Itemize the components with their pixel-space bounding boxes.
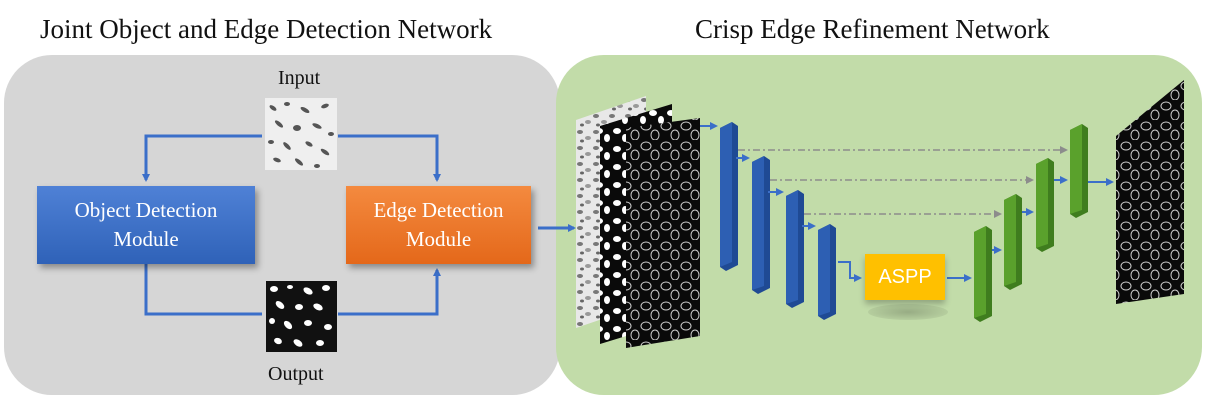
decoder-blocks bbox=[974, 124, 1088, 322]
output-image bbox=[266, 281, 337, 352]
right-panel-title: Crisp Edge Refinement Network bbox=[695, 14, 1050, 44]
edge-module-line2: Module bbox=[405, 227, 472, 251]
input-label: Input bbox=[278, 67, 321, 89]
edge-detection-module: Edge Detection Module bbox=[346, 186, 531, 264]
output-to-edge-arrow bbox=[338, 268, 441, 316]
input-to-edge-arrow bbox=[338, 134, 441, 182]
object-module-line1: Object Detection bbox=[74, 198, 218, 222]
aspp-shadow bbox=[868, 304, 948, 320]
output-label: Output bbox=[268, 363, 324, 385]
object-to-output-arrow bbox=[144, 264, 262, 316]
edge-module-line1: Edge Detection bbox=[373, 198, 504, 222]
object-detection-module: Object Detection Module bbox=[37, 186, 255, 264]
input-to-object-arrow bbox=[142, 134, 262, 182]
input-image bbox=[265, 98, 337, 170]
input-image-stack-rings bbox=[626, 118, 700, 348]
object-module-line2: Module bbox=[113, 227, 179, 251]
refined-edge-output bbox=[1116, 80, 1184, 304]
encoder-blocks bbox=[720, 122, 836, 320]
aspp-module: ASPP bbox=[865, 254, 945, 300]
left-panel-title: Joint Object and Edge Detection Network bbox=[40, 14, 493, 44]
